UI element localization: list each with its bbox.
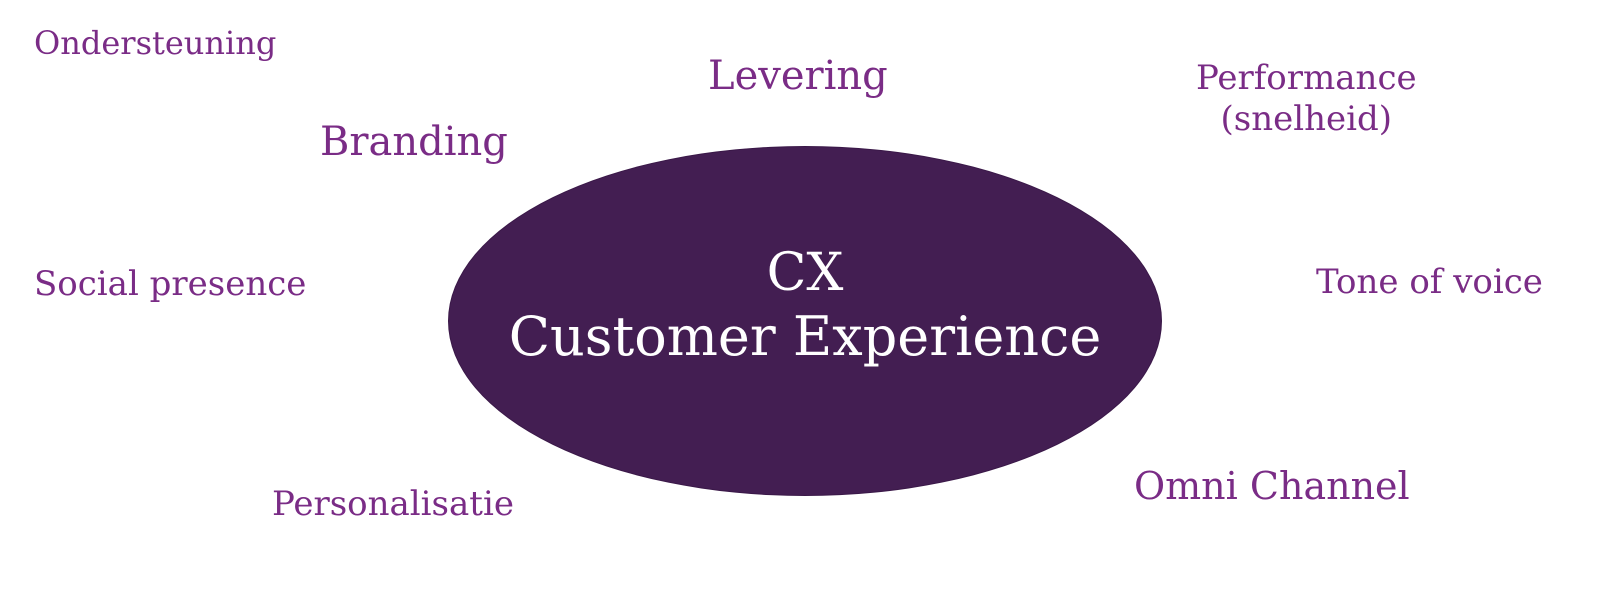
center-ellipse xyxy=(448,146,1162,496)
label-tone-of-voice: Tone of voice xyxy=(1316,262,1543,302)
label-performance: Performance (snelheid) xyxy=(1196,58,1417,140)
label-levering: Levering xyxy=(708,53,888,99)
center-title-cx: CX xyxy=(766,243,844,304)
label-performance-line2: (snelheid) xyxy=(1220,98,1393,139)
label-omni-channel: Omni Channel xyxy=(1134,464,1410,508)
center-title-customer-experience: Customer Experience xyxy=(508,304,1102,368)
label-personalisatie: Personalisatie xyxy=(272,484,514,524)
label-social-presence: Social presence xyxy=(34,264,307,304)
center-label: CX Customer Experience xyxy=(448,146,1162,496)
label-ondersteuning: Ondersteuning xyxy=(34,24,277,62)
label-performance-line1: Performance xyxy=(1196,58,1417,98)
label-branding: Branding xyxy=(320,119,508,165)
